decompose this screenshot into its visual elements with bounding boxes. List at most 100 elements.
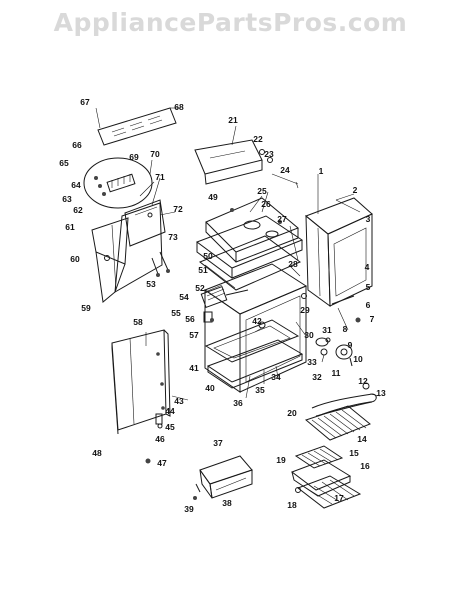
callout-35: 35 [255,385,265,395]
leader-30 [295,321,307,337]
oven-door-assembly [305,174,373,308]
callout-19: 19 [276,455,286,465]
callout-1: 1 [319,166,324,176]
callout-46: 46 [155,434,165,444]
callout-38: 38 [222,498,232,508]
callout-62: 62 [73,205,83,215]
callout-16: 16 [360,461,370,471]
control-manifold-panel [124,177,166,247]
bracket-screws [151,251,170,277]
callout-37: 37 [213,438,223,448]
callout-48: 48 [92,448,102,458]
callout-58: 58 [133,317,143,327]
callout-50: 50 [203,251,213,261]
callout-60: 60 [70,254,80,264]
callout-21: 21 [228,115,238,125]
bottom-kick-panel [206,339,304,399]
broil-element [311,382,381,417]
callout-11: 11 [332,368,341,378]
callout-3: 3 [366,214,371,224]
control-knob-set [315,337,353,367]
callout-17: 17 [334,493,344,503]
callout-56: 56 [185,314,195,324]
callout-4: 4 [365,262,370,272]
callout-7: 7 [370,314,375,324]
callout-31: 31 [322,325,332,335]
callout-20: 20 [287,408,297,418]
callout-49: 49 [208,192,218,202]
callout-15: 15 [349,448,359,458]
left-side-panel [91,217,129,303]
callout-39: 39 [184,504,194,514]
callout-64: 64 [71,180,81,190]
callout-23: 23 [264,149,274,159]
oven-cavity-body [203,225,308,393]
callout-69: 69 [129,152,139,162]
callout-28: 28 [288,259,298,269]
callout-43: 43 [174,396,184,406]
screw-29 [301,293,307,299]
callout-47: 47 [157,458,167,468]
broiler-frame [204,319,300,363]
callout-66: 66 [72,140,82,150]
oven-rack [295,475,362,509]
callout-25: 25 [257,186,267,196]
callout-70: 70 [150,149,160,159]
callout-52: 52 [195,283,205,293]
valve-detail-circle [83,157,155,209]
side-panel-left-rear [114,202,176,293]
callout-12: 12 [358,376,368,386]
callout-53: 53 [146,279,156,289]
callout-65: 65 [59,158,69,168]
callout-5: 5 [366,282,371,292]
callout-10: 10 [353,354,363,364]
callout-2: 2 [353,185,358,195]
watermark-text: AppliancePartsPros.com [53,8,408,37]
callout-36: 36 [233,398,243,408]
callout-26: 26 [261,199,271,209]
broiler-pan-grid [294,445,344,469]
callout-73: 73 [168,232,178,242]
callout-13: 13 [376,388,386,398]
callout-42: 42 [252,316,262,326]
callout-57: 57 [189,330,199,340]
oven-burner-assembly [200,284,249,323]
callout-6: 6 [366,300,371,310]
callout-68: 68 [174,102,184,112]
callout-55: 55 [171,308,181,318]
callout-29: 29 [300,305,310,315]
side-panel-hardware [145,395,189,464]
callout-54: 54 [179,292,189,302]
callout-63: 63 [62,194,72,204]
callout-40: 40 [205,383,215,393]
callout-34: 34 [271,372,281,382]
callout-33: 33 [307,357,317,367]
callout-32: 32 [312,372,322,382]
callout-51: 51 [198,265,208,275]
callout-44: 44 [165,406,175,416]
callout-8: 8 [343,324,348,334]
callout-9: 9 [348,340,353,350]
storage-drawer [193,455,253,500]
callout-71: 71 [155,172,165,182]
callout-41: 41 [189,363,199,373]
callout-61: 61 [65,222,75,232]
rear-vent-panel [95,107,180,146]
side-panel-right [111,329,171,435]
callout-22: 22 [253,134,263,144]
cooktop-burner-box [205,191,299,263]
callout-24: 24 [280,165,290,175]
broiler-pan-rack-upper [304,405,371,441]
oven-top-plate [195,215,304,291]
door-hinge-hardware [331,295,361,331]
callout-30: 30 [304,330,314,340]
callout-72: 72 [173,204,183,214]
callout-67: 67 [80,97,90,107]
callout-27: 27 [277,214,287,224]
top-trim-bracket [194,125,263,185]
callout-18: 18 [287,500,297,510]
callout-59: 59 [81,303,91,313]
